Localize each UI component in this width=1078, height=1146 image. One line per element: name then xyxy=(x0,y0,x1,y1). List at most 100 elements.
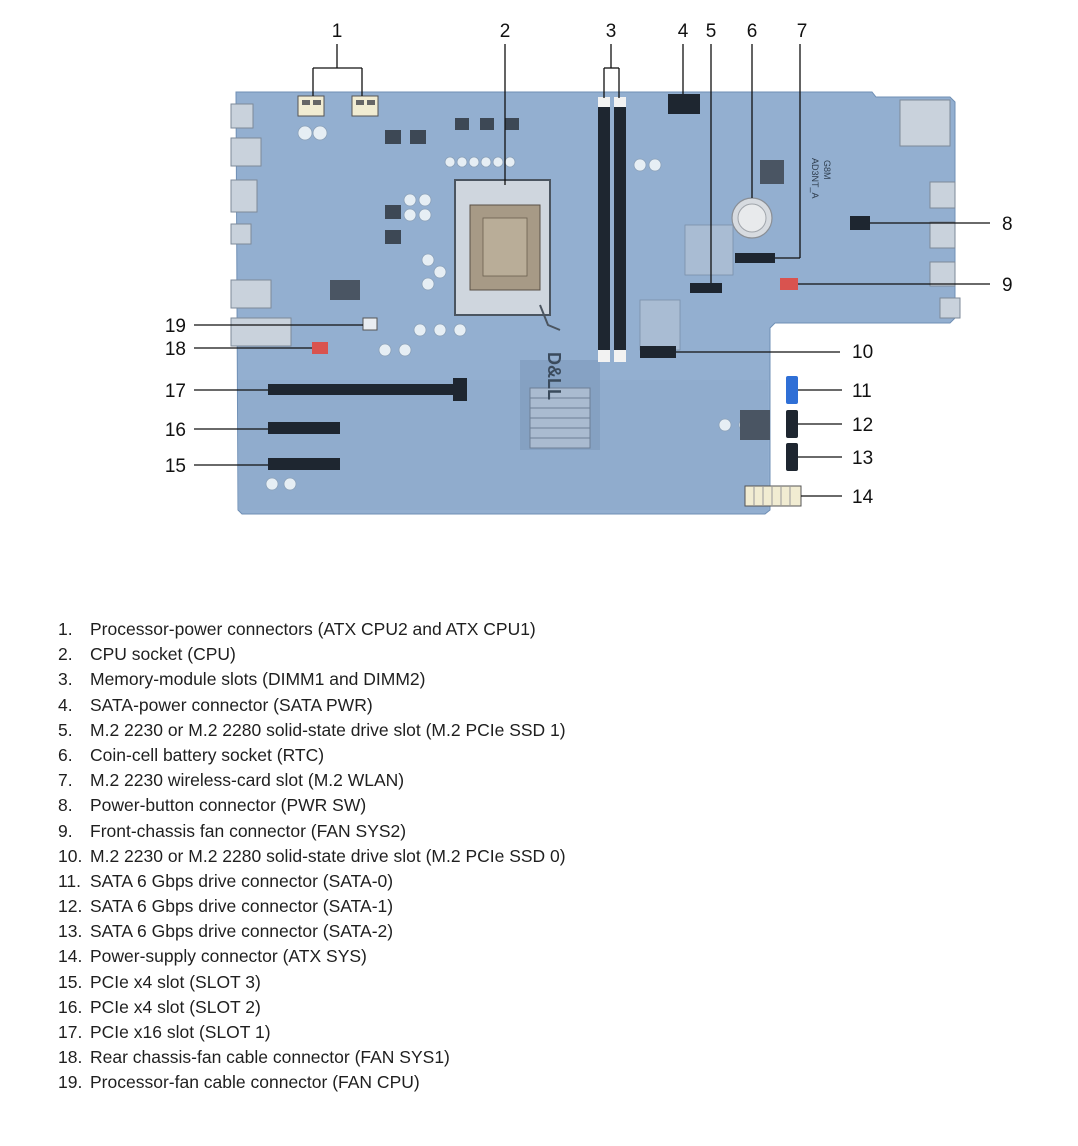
legend-text: CPU socket (CPU) xyxy=(90,644,236,665)
legend-number: 15. xyxy=(58,971,83,992)
sata-power-connector xyxy=(668,94,700,114)
callout-18: 18 xyxy=(165,339,186,360)
legend-item: 7. M.2 2230 wireless-card slot (M.2 WLAN) xyxy=(58,768,566,793)
callout-13: 13 xyxy=(852,448,873,469)
callout-4: 4 xyxy=(678,21,689,42)
legend-text: SATA 6 Gbps drive connector (SATA-2) xyxy=(90,921,394,942)
legend-number: 12. xyxy=(58,896,83,917)
callout-17: 17 xyxy=(165,381,186,402)
legend-text: SATA 6 Gbps drive connector (SATA-0) xyxy=(90,870,394,891)
pcie-x16-slot1 xyxy=(268,378,467,401)
callout-1: 1 xyxy=(332,21,343,42)
atx-cpu-power-connectors xyxy=(297,95,379,117)
callout-9: 9 xyxy=(1002,275,1013,296)
pcie-x4-slot3 xyxy=(268,458,340,470)
power-button-connector xyxy=(850,216,870,230)
legend-number: 6. xyxy=(58,744,73,765)
dell-logo: D&LL xyxy=(544,352,564,400)
legend-number: 2. xyxy=(58,644,73,665)
legend-item: 15.PCIe x4 slot (SLOT 3) xyxy=(58,970,566,995)
callout-19: 19 xyxy=(165,316,186,337)
legend-text: M.2 2230 or M.2 2280 solid-state drive s… xyxy=(90,845,566,866)
leader-lines xyxy=(194,44,990,497)
legend-number: 18. xyxy=(58,1047,83,1068)
front-fan-connector xyxy=(780,278,798,290)
legend-text: Power-supply connector (ATX SYS) xyxy=(90,946,367,967)
legend-number: 8. xyxy=(58,795,73,816)
legend-item: 18. Rear chassis-fan cable connector (FAN… xyxy=(58,1045,566,1070)
legend-item: 1. Processor-power connectors (ATX CPU2 a… xyxy=(58,617,566,642)
callout-14: 14 xyxy=(852,487,874,508)
legend-item: 17. PCIe x16 slot (SLOT 1) xyxy=(58,1020,566,1045)
legend-number: 5. xyxy=(58,719,73,740)
legend-text: PCIe x4 slot (SLOT 2) xyxy=(90,996,261,1017)
legend-number: 13. xyxy=(58,921,83,942)
legend-item: 3. Memory-module slots (DIMM1 and DIMM2) xyxy=(58,667,566,692)
callout-12: 12 xyxy=(852,415,873,436)
legend-text: Coin-cell battery socket (RTC) xyxy=(90,744,325,765)
legend-text: Processor-power connectors (ATX CPU2 and… xyxy=(90,619,536,639)
legend-item: 12. SATA 6 Gbps drive connector (SATA-1) xyxy=(58,894,566,919)
legend-text: PCIe x16 slot (SLOT 1) xyxy=(90,1022,271,1042)
legend-number: 1. xyxy=(58,619,73,639)
legend-number: 10. xyxy=(58,845,83,866)
legend-item: 16.PCIe x4 slot (SLOT 2) xyxy=(58,995,566,1020)
legend-item: 5. M.2 2230 or M.2 2280 solid-state drive… xyxy=(58,718,566,743)
callout-10: 10 xyxy=(852,342,873,363)
rear-io-ports xyxy=(230,103,292,347)
callout-7: 7 xyxy=(797,21,808,42)
callout-2: 2 xyxy=(500,21,511,42)
legend-text: M.2 2230 wireless-card slot (M.2 WLAN) xyxy=(90,770,405,791)
sata1-connector xyxy=(786,410,798,438)
legend-text: Memory-module slots (DIMM1 and DIMM2) xyxy=(90,669,426,690)
legend-text: Rear chassis-fan cable connector (FAN SY… xyxy=(90,1047,450,1068)
legend-number: 9. xyxy=(58,820,73,841)
legend-number: 17. xyxy=(58,1022,83,1042)
callout-5: 5 xyxy=(706,21,717,42)
legend-item: 8. Power-button connector (PWR SW) xyxy=(58,793,566,818)
atx-sys-power-connector xyxy=(744,485,802,507)
legend-text: Processor-fan cable connector (FAN CPU) xyxy=(90,1072,420,1093)
legend-text: SATA 6 Gbps drive connector (SATA-1) xyxy=(90,896,394,917)
legend-number: 7. xyxy=(58,770,73,791)
callout-3: 3 xyxy=(606,21,617,42)
rear-fan-connector xyxy=(312,342,328,354)
legend-item: 9. Front-chassis fan connector (FAN SYS2) xyxy=(58,819,566,844)
cpu-socket xyxy=(454,179,561,331)
legend-item: 6. Coin-cell battery socket (RTC) xyxy=(58,743,566,768)
legend-item: 11. SATA 6 Gbps drive connector (SATA-0) xyxy=(58,869,566,894)
board-chips xyxy=(330,118,784,440)
motherboard-diagram: D&LL G8M AD3NT_A xyxy=(165,21,1013,515)
sata2-connector xyxy=(786,443,798,471)
legend-number: 3. xyxy=(58,669,73,690)
pcie-x4-slot2 xyxy=(268,422,340,434)
callout-6: 6 xyxy=(747,21,758,42)
legend-item: 10. M.2 2230 or M.2 2280 solid-state driv… xyxy=(58,844,566,869)
callout-8: 8 xyxy=(1002,214,1013,235)
coin-cell-battery xyxy=(731,197,773,239)
legend-number: 14. xyxy=(58,946,83,967)
m2-ssd0-slot xyxy=(639,299,681,358)
memory-dimm-slots xyxy=(598,97,626,362)
legend-item: 14. Power-supply connector (ATX SYS) xyxy=(58,944,566,969)
callout-15: 15 xyxy=(165,456,186,477)
board-mark-ad3nt: AD3NT_A xyxy=(810,158,820,199)
board-mark-g8m: G8M xyxy=(822,160,832,180)
board-capacitors xyxy=(265,125,752,491)
legend-number: 4. xyxy=(58,694,73,715)
callout-11: 11 xyxy=(852,381,872,402)
component-legend: 1. Processor-power connectors (ATX CPU2 a… xyxy=(58,617,566,1096)
legend-item: 13. SATA 6 Gbps drive connector (SATA-2) xyxy=(58,919,566,944)
cpu-fan-connector xyxy=(362,317,378,331)
legend-text: Front-chassis fan connector (FAN SYS2) xyxy=(90,820,407,841)
m2-wlan-slot xyxy=(735,253,775,263)
legend-number: 11. xyxy=(58,870,82,891)
legend-text: M.2 2230 or M.2 2280 solid-state drive s… xyxy=(90,719,566,740)
sata0-connector xyxy=(786,376,798,404)
m2-ssd1-slot xyxy=(684,224,734,293)
legend-text: SATA-power connector (SATA PWR) xyxy=(90,694,373,715)
front-io-ports xyxy=(899,99,961,319)
legend-item: 2. CPU socket (CPU) xyxy=(58,642,566,667)
legend-item: 4. SATA-power connector (SATA PWR) xyxy=(58,693,566,718)
legend-text: Power-button connector (PWR SW) xyxy=(90,795,367,816)
